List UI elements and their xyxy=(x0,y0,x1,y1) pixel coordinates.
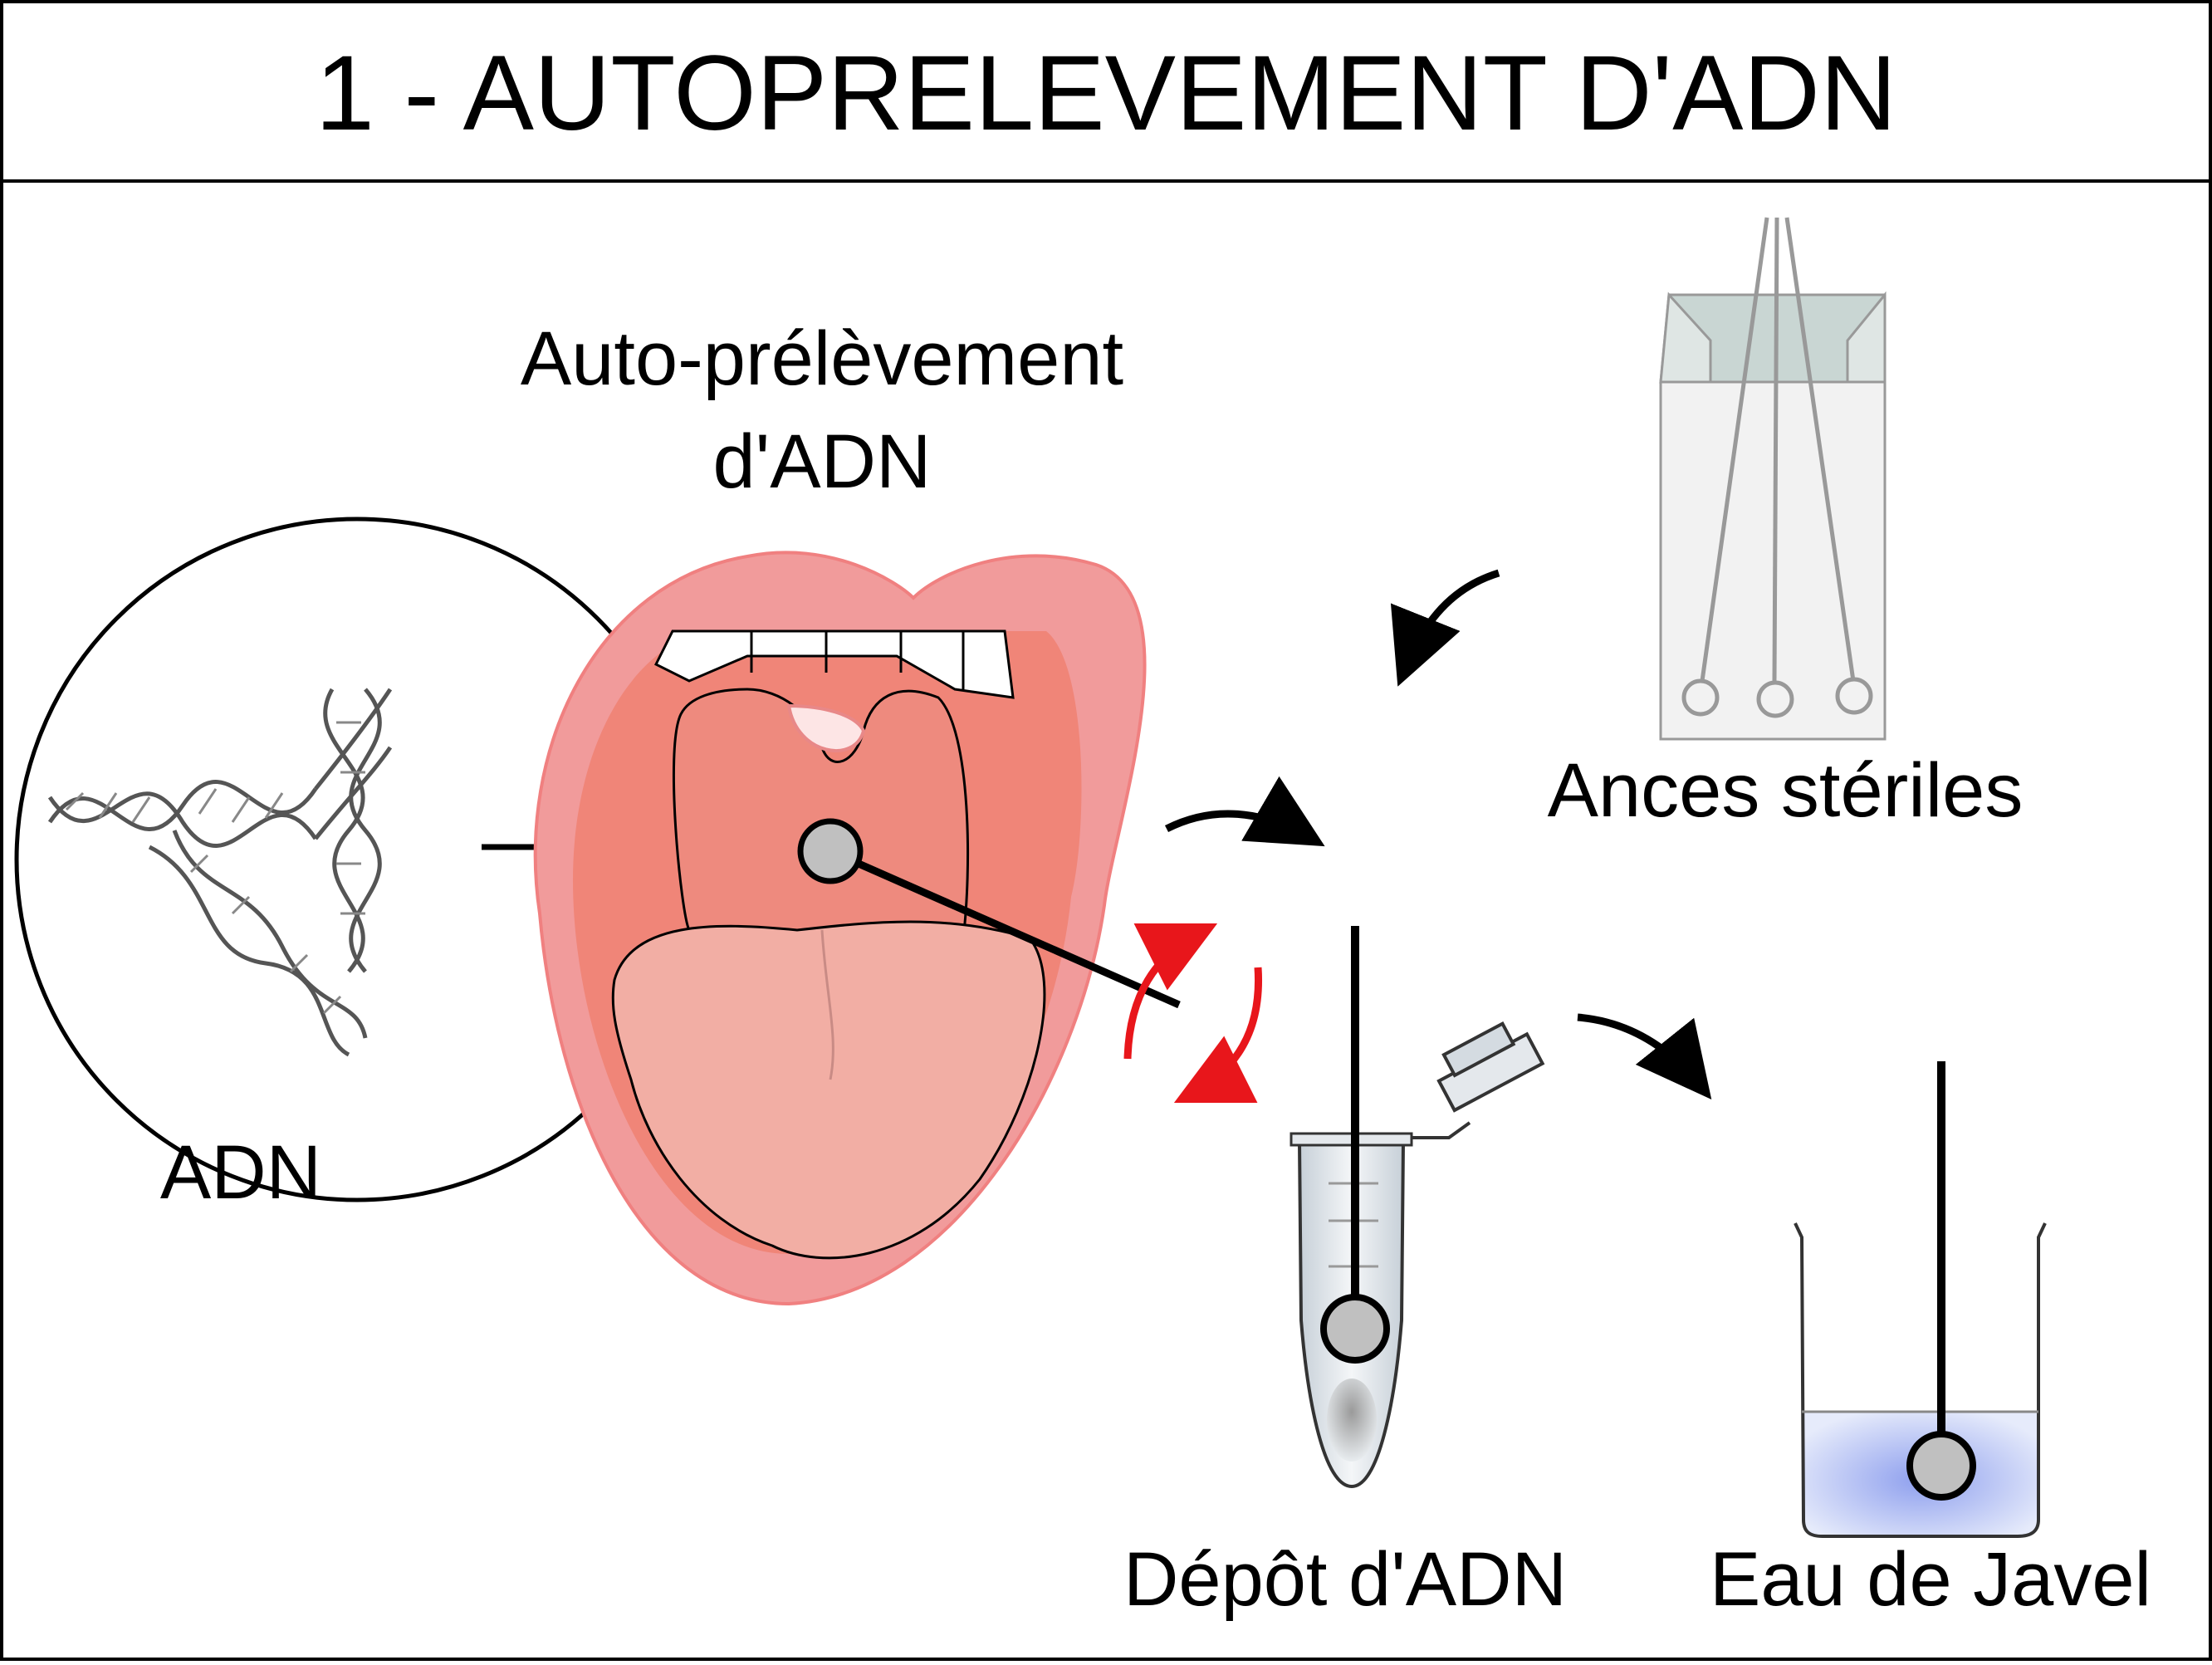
bag-icon xyxy=(1659,217,1887,741)
mouth-caption: Auto-prélèvement d'ADN xyxy=(520,316,1124,504)
dna-magnifier xyxy=(14,517,700,1202)
tongue xyxy=(611,920,1046,1260)
dna-caption: ADN xyxy=(159,1130,322,1215)
loops-caption: Ances stériles xyxy=(1547,748,2024,833)
tube-icon xyxy=(1290,926,1545,1489)
uvula xyxy=(786,703,866,752)
upper-teeth xyxy=(653,629,1015,699)
swab-tip xyxy=(797,818,864,884)
dna-icon xyxy=(148,830,368,1057)
mouth-illustration xyxy=(533,551,1147,1306)
beaker-icon xyxy=(1794,1061,2047,1538)
diagram-title: 1 - AUTOPRELEVEMENT D'ADN xyxy=(315,34,1897,153)
dna-icon xyxy=(323,688,382,973)
bleach-caption: Eau de Javel xyxy=(1710,1537,2151,1622)
rotation-arrow-down xyxy=(1173,967,1263,1104)
swab-icon xyxy=(829,847,1181,1009)
rotation-arrow-up xyxy=(1123,923,1218,1060)
arrow-icon xyxy=(1577,1013,1712,1100)
deposit-caption: Dépôt d'ADN xyxy=(1123,1537,1568,1622)
arrow-icon xyxy=(1164,776,1325,847)
arrow-icon xyxy=(1390,569,1500,687)
